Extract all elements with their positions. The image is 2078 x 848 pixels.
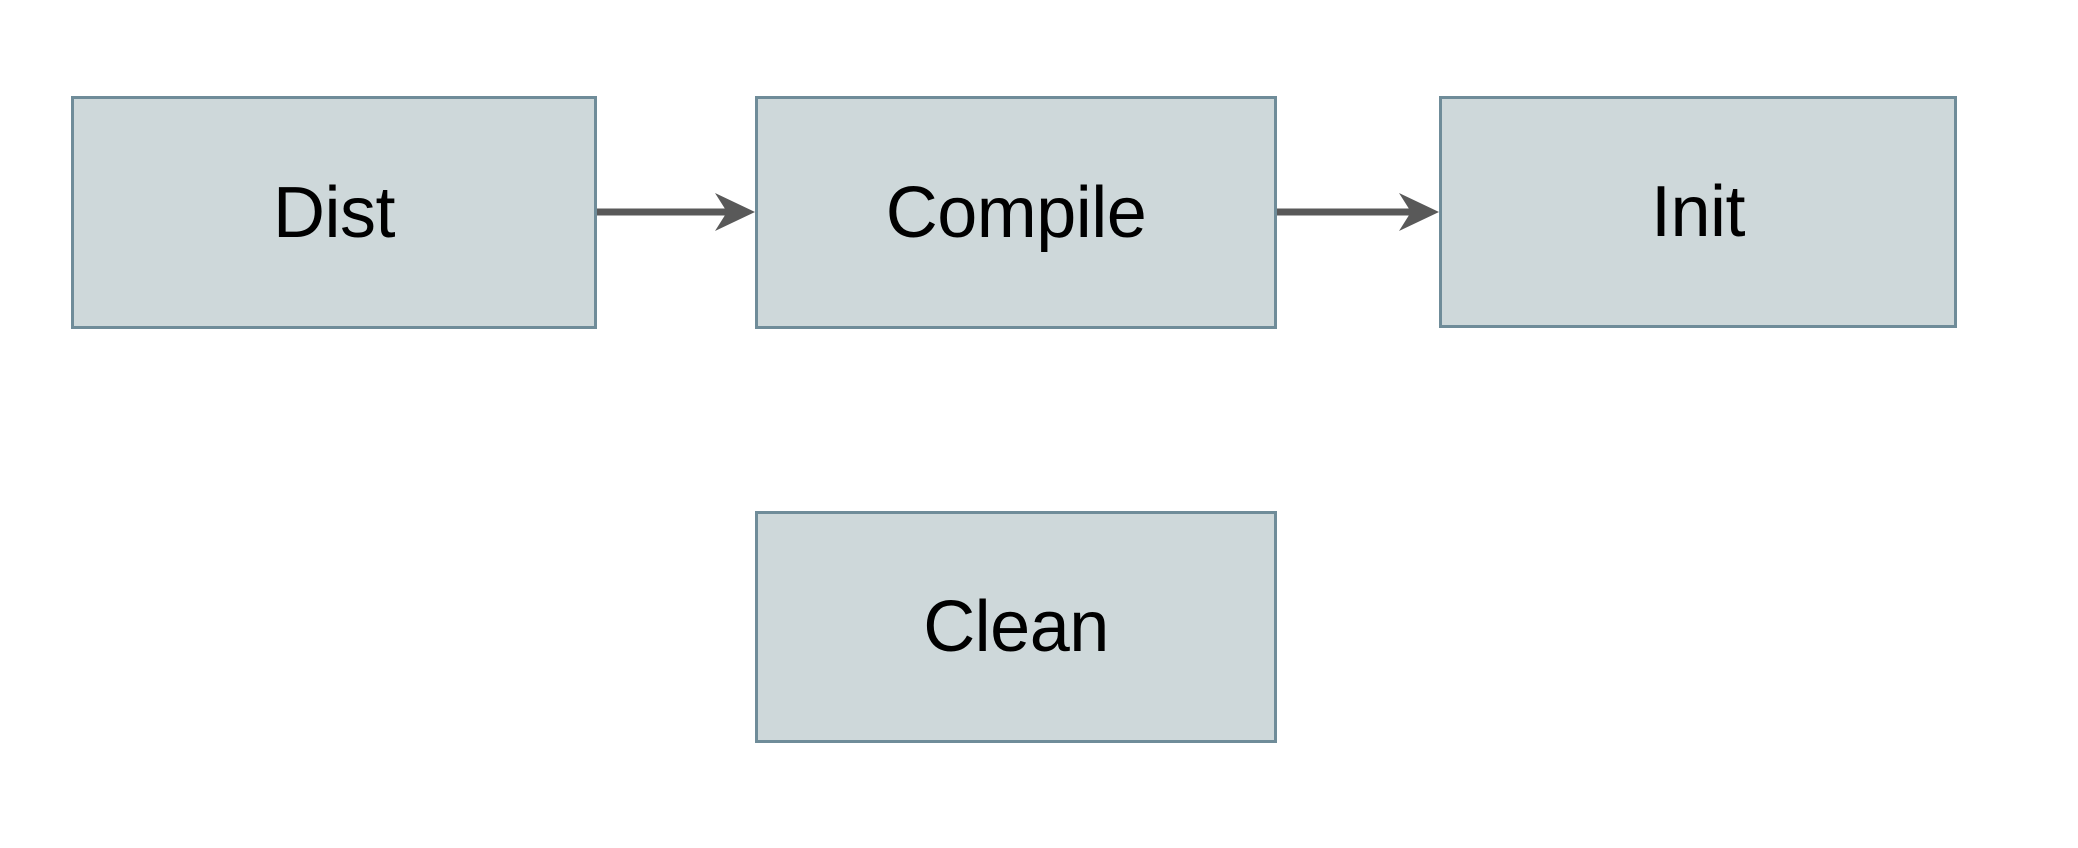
node-dist-label: Dist [273,172,396,253]
node-compile-label: Compile [885,172,1147,253]
arrow-dist-to-compile-icon [597,193,755,231]
edge-compile-to-init[interactable] [1277,192,1439,232]
node-clean[interactable]: Clean [755,511,1277,743]
node-clean-label: Clean [923,587,1109,667]
node-compile[interactable]: Compile [755,96,1277,329]
node-init[interactable]: Init [1439,96,1957,328]
edge-dist-to-compile[interactable] [597,192,755,232]
node-init-label: Init [1650,172,1746,252]
arrow-compile-to-init-icon [1277,193,1439,231]
node-dist[interactable]: Dist [71,96,597,329]
